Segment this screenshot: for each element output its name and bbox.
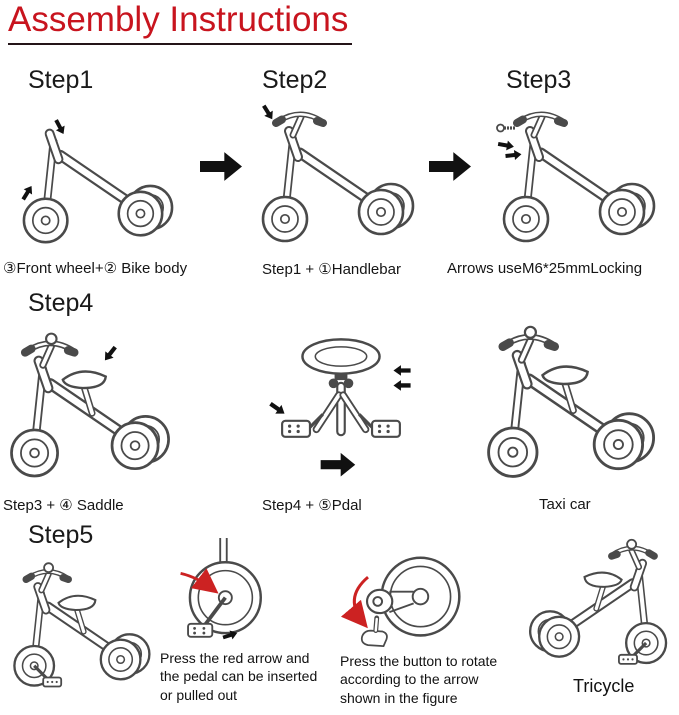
step5-heading: Step5	[28, 521, 94, 549]
page-title: Assembly Instructions	[8, 0, 353, 45]
insert-down-arrow-icon	[259, 103, 277, 122]
step2-handlebar-illustration	[247, 97, 427, 257]
step3-locking-screw-illustration	[482, 97, 674, 257]
red-press-arrow-icon	[180, 568, 219, 594]
taxi-car-trike-illustration	[466, 318, 674, 494]
locking-screw-icon	[495, 122, 517, 134]
step4-pedal-caption: Step4 + ⑤Pdal	[262, 497, 362, 514]
step2-heading: Step2	[262, 66, 328, 94]
complete-tricycle-illustration	[522, 532, 676, 678]
pedal-insert-closeup-illustration	[166, 538, 294, 648]
screw-direction-arrow-icon	[497, 139, 522, 161]
step4-heading: Step4	[28, 289, 94, 317]
pedal-note: Press the red arrow and the pedal can be…	[160, 650, 318, 703]
wheel-note: Press the button to rotate according to …	[340, 653, 498, 706]
red-rotate-arrow-icon	[340, 576, 369, 629]
step3-heading: Step3	[506, 66, 572, 94]
saddle-insert-arrow-icon	[100, 343, 120, 364]
rotate-button-icon	[372, 596, 384, 607]
step1-heading: Step1	[28, 66, 94, 94]
arrow-right-icon	[200, 152, 242, 186]
arrow-right-icon	[429, 152, 471, 186]
step4-saddle-caption: Step3 + ④ Saddle	[3, 497, 124, 514]
step3-caption: Arrows useM6*25mmLocking	[447, 260, 643, 277]
step1-caption: ③Front wheel+② Bike body	[3, 260, 188, 277]
wheel-rotate-button-closeup-illustration	[336, 548, 468, 650]
taxi-car-caption: Taxi car	[539, 496, 591, 513]
next-step-arrow-icon	[320, 452, 356, 477]
pressing-hand-icon	[360, 615, 388, 648]
step2-caption: Step1 + ①Handlebar	[262, 261, 401, 278]
step4-pedal-assembly-illustration	[250, 326, 432, 492]
step4-saddle-illustration	[0, 325, 178, 493]
step5-trike-illustration	[0, 556, 162, 700]
step1-bike-body-illustration	[4, 100, 190, 258]
tricycle-label: Tricycle	[573, 676, 635, 696]
